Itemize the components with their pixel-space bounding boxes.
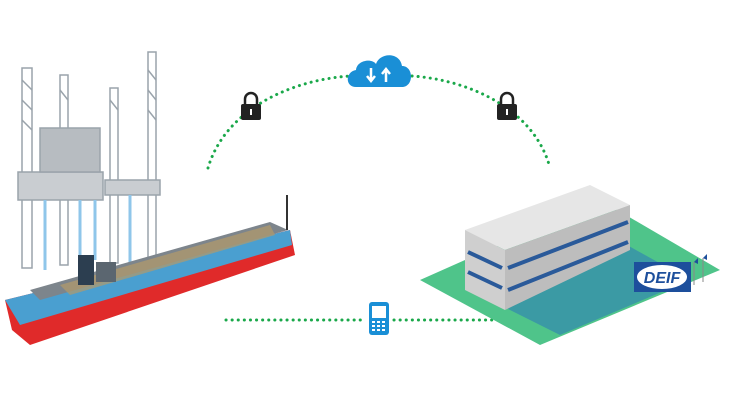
cloud-sync-icon — [347, 55, 411, 87]
link-ship-cloud — [206, 74, 352, 170]
link-cloud-building — [410, 74, 552, 170]
offshore-rig — [17, 51, 161, 270]
deif-headquarters — [420, 185, 720, 345]
padlock-icon-left — [241, 91, 261, 120]
mobile-phone-icon — [369, 302, 389, 335]
flags — [693, 254, 707, 285]
logo-text: DEIF — [644, 270, 682, 287]
container-ship — [5, 195, 295, 345]
deif-logo: DEIF — [634, 262, 691, 292]
padlock-icon-right — [497, 91, 517, 120]
